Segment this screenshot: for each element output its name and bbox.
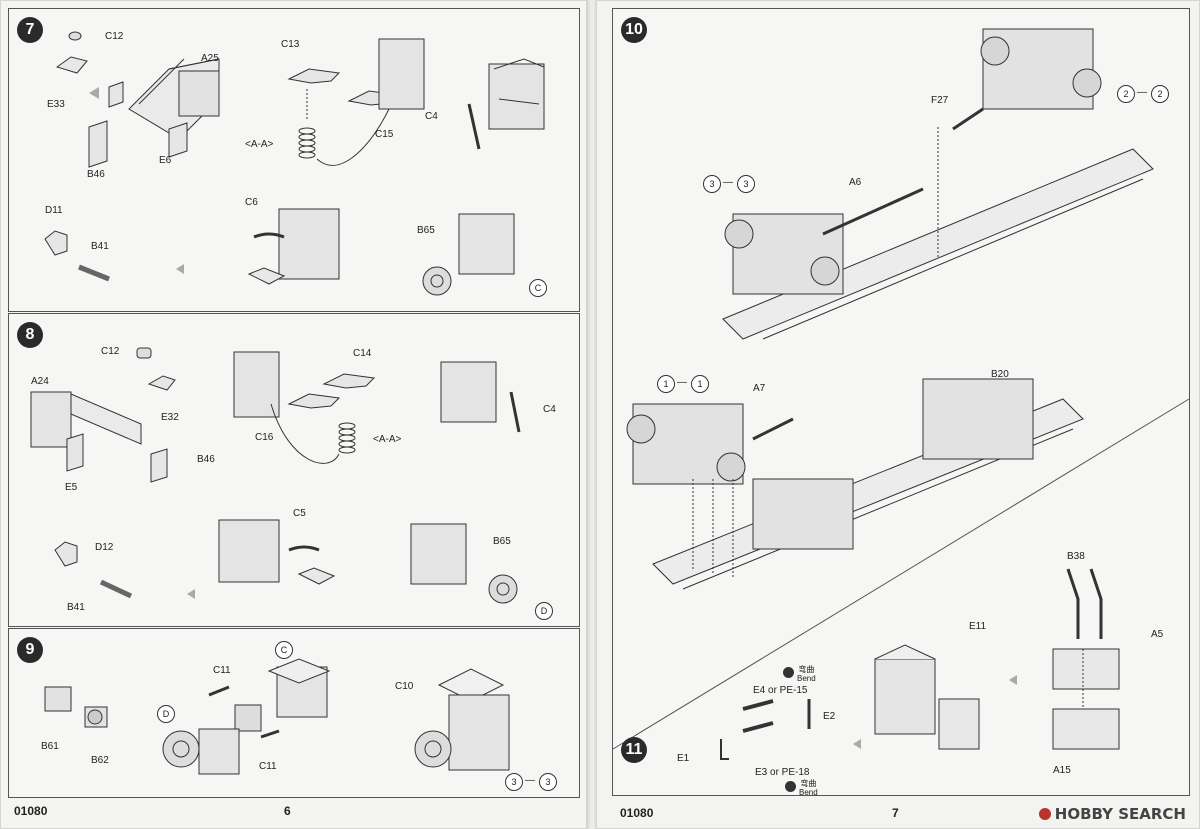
left-page-number: 6 [284, 804, 291, 818]
step-9-panel: 9 B61 B62 C11 C D [8, 628, 580, 798]
step-8-label-c12: C12 [101, 346, 120, 357]
step-11-label-e1: E1 [677, 753, 690, 764]
step-10-ref-3-dash: — [723, 177, 733, 188]
hobby-search-logo-icon [1038, 808, 1051, 820]
hobby-search-watermark: HOBBY SEARCH [1038, 805, 1186, 823]
bend-label-bottom: 弯曲 Bend [799, 779, 818, 797]
step-8-label-b65: B65 [493, 536, 511, 547]
step-7-label-a25: A25 [201, 53, 219, 64]
step-7-badge: 7 [17, 17, 43, 43]
step-11-label-e2: E2 [823, 711, 836, 722]
step-11-badge: 11 [621, 737, 647, 763]
step-7-illustration [44, 31, 545, 296]
step-7-panel: 7 [8, 8, 580, 312]
step-8-label-d12: D12 [95, 542, 114, 553]
right-product-code: 01080 [620, 806, 654, 820]
step-10-label-a7: A7 [753, 383, 766, 394]
step-11-label-e3: E3 or PE-18 [755, 767, 810, 778]
step-9-label-b62: B62 [91, 755, 109, 766]
step-8-badge: 8 [17, 322, 43, 348]
step-10-label-b20: B20 [991, 369, 1009, 380]
step-11-label-a5: A5 [1151, 629, 1164, 640]
step-9-label-c11-bottom: C11 [259, 761, 277, 772]
step-11-label-b38: B38 [1067, 551, 1085, 562]
step-9-marker-d: D [157, 705, 175, 723]
step-8-label-e32: E32 [161, 412, 179, 423]
step-8-subassembly-marker: D [535, 602, 553, 620]
step-9-ref-a: 3 [505, 773, 523, 791]
step-9-illustration [44, 658, 510, 775]
step-8-label-b46: B46 [197, 454, 215, 465]
left-page: 7 [0, 0, 588, 829]
step-10-ref-2a: 2 [1117, 85, 1135, 103]
steps-10-11-panel: 10 [612, 8, 1190, 797]
step-10-badge: 10 [621, 17, 647, 43]
step-7-label-c4: C4 [425, 111, 438, 122]
step-7-label-b46: B46 [87, 169, 105, 180]
step-7-label-e33: E33 [47, 99, 65, 110]
step-8-panel: 8 [8, 313, 580, 627]
step-11-label-e11: E11 [969, 621, 987, 632]
bend-label-top-cn: 弯曲 [798, 665, 815, 674]
step-10-ref-3b: 3 [737, 175, 755, 193]
bend-label-bottom-en: Bend [799, 788, 818, 797]
step-7-label-a-a: <A-A> [245, 139, 274, 150]
step-9-ref-dash: — [525, 775, 535, 786]
step-9-badge: 9 [17, 637, 43, 663]
bend-label-bottom-cn: 弯曲 [800, 779, 817, 788]
right-page-number: 7 [892, 806, 899, 820]
step-7-label-c6: C6 [245, 197, 258, 208]
step-8-label-b41: B41 [67, 602, 85, 613]
step-8-label-a24: A24 [31, 376, 49, 387]
step-10-label-f27: F27 [931, 95, 949, 106]
step-9-marker-c: C [275, 641, 293, 659]
step-11-label-e4: E4 or PE-15 [753, 685, 808, 696]
bend-label-top-en: Bend [797, 674, 816, 683]
step-7-label-d11: D11 [45, 205, 63, 216]
step-7-label-b41: B41 [91, 241, 109, 252]
step-7-label-c12: C12 [105, 31, 124, 42]
step-9-label-c10: C10 [395, 681, 414, 692]
step-8-illustration [30, 347, 521, 604]
step-10-illustration [612, 28, 1190, 760]
hobby-search-text: HOBBY SEARCH [1054, 805, 1186, 823]
step-8-label-e5: E5 [65, 482, 78, 493]
step-8-label-c4: C4 [543, 404, 556, 415]
step-7-label-c13: C13 [281, 39, 300, 50]
book-gutter [586, 0, 598, 829]
step-9-label-b61: B61 [41, 741, 59, 752]
step-10-ref-1-dash: — [677, 377, 687, 388]
step-8-label-c14: C14 [353, 348, 372, 359]
step-10-ref-2-dash: — [1137, 87, 1147, 98]
bend-icon-bottom [785, 781, 796, 792]
step-7-subassembly-marker: C [529, 279, 547, 297]
step-10-ref-3a: 3 [703, 175, 721, 193]
step-9-label-c11-top: C11 [213, 665, 231, 676]
step-8-label-c16: C16 [255, 432, 274, 443]
step-8-label-c5: C5 [293, 508, 306, 519]
step-10-ref-1a: 1 [657, 375, 675, 393]
step-8-label-a-a: <A-A> [373, 434, 402, 445]
step-10-ref-2b: 2 [1151, 85, 1169, 103]
step-10-label-a6: A6 [849, 177, 862, 188]
step-7-label-e6: E6 [159, 155, 172, 166]
step-7-label-b65: B65 [417, 225, 435, 236]
step-7-label-c15: C15 [375, 129, 394, 140]
step-11-label-a15: A15 [1053, 765, 1071, 776]
bend-icon-top [783, 667, 794, 678]
step-10-ref-1b: 1 [691, 375, 709, 393]
right-page: 10 [596, 0, 1200, 829]
step-9-ref-b: 3 [539, 773, 557, 791]
bend-label-top: 弯曲 Bend [797, 665, 816, 683]
left-product-code: 01080 [14, 804, 48, 818]
